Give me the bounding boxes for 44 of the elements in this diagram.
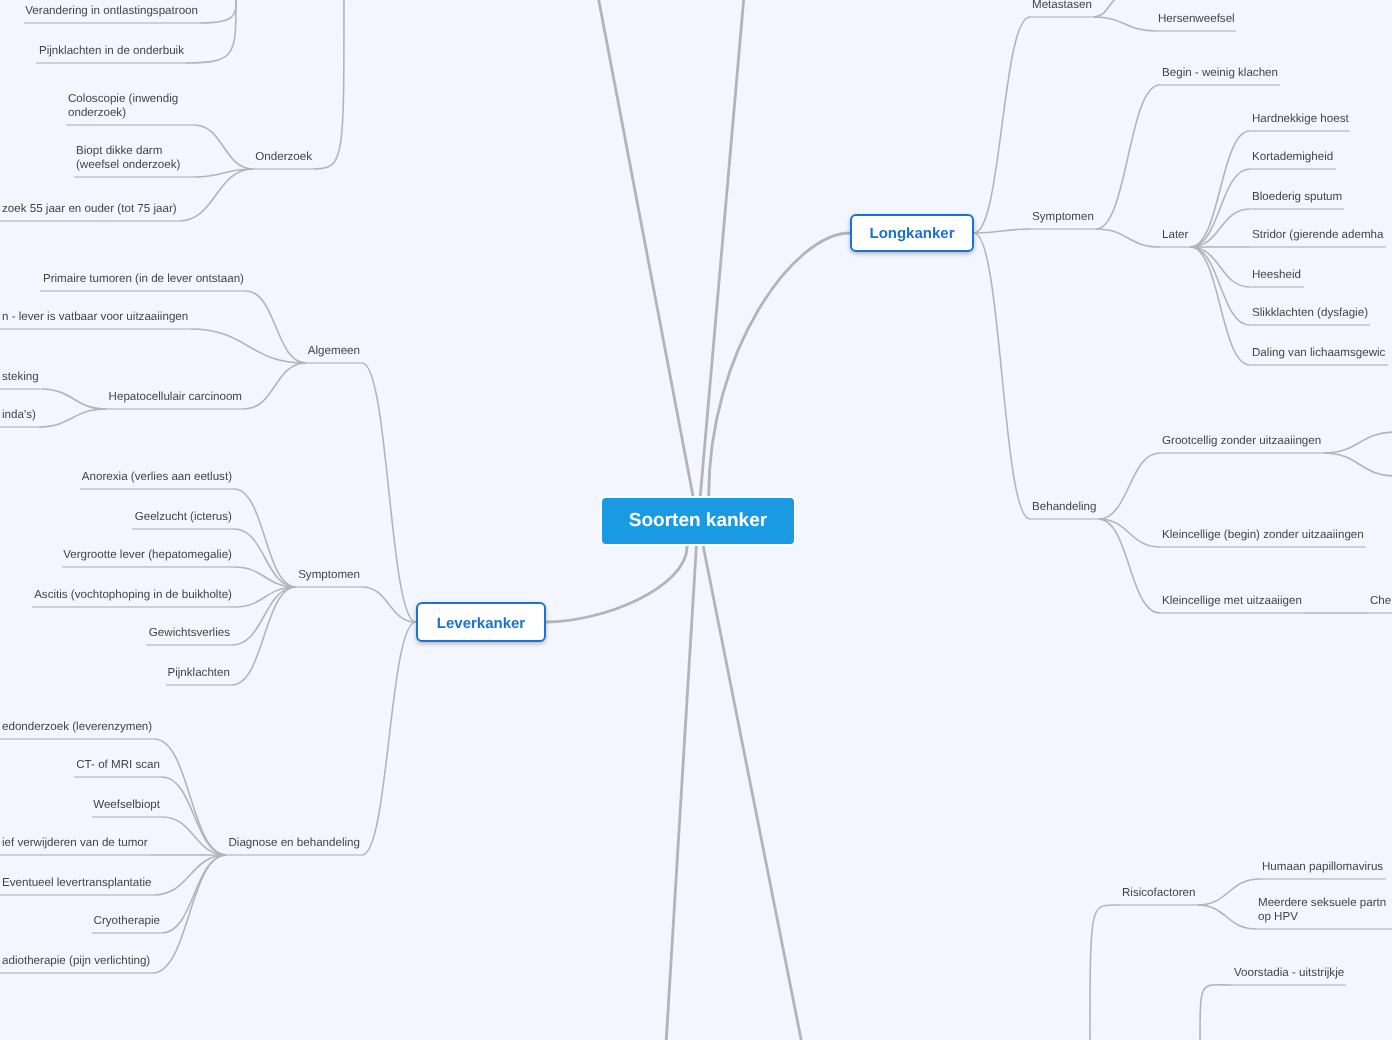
connector-line — [161, 776, 228, 856]
connector-line — [233, 488, 297, 588]
connector-line — [1095, 84, 1161, 230]
connector-line — [1322, 452, 1392, 477]
connector-line — [1189, 246, 1251, 248]
connector-line — [1303, 612, 1369, 614]
connector-line — [245, 290, 307, 364]
connector-line — [545, 545, 689, 624]
connector-line — [37, 408, 108, 428]
connector-line — [152, 854, 228, 896]
connector-line — [973, 16, 1031, 234]
connector-line — [151, 854, 228, 974]
connector-line — [148, 854, 228, 856]
connector-line — [177, 168, 255, 222]
connector-line — [243, 362, 307, 410]
connector-line — [596, 0, 695, 497]
connector-line — [1199, 983, 1233, 1040]
connector-line — [185, 0, 237, 64]
connector-line — [973, 228, 1031, 234]
connector-line — [231, 586, 297, 686]
connector-line — [361, 586, 417, 623]
connector-line — [361, 362, 417, 623]
connector-line — [193, 168, 255, 178]
connector-line — [1097, 518, 1161, 548]
connector-line — [313, 0, 345, 170]
connector-line — [1089, 904, 1121, 1040]
connector-line — [1097, 518, 1161, 614]
connector-line — [189, 328, 307, 364]
connector-line — [1196, 904, 1257, 930]
connector-line — [1095, 228, 1161, 248]
connector-line — [1097, 452, 1161, 520]
central-topic-box: Soorten kanker — [600, 496, 796, 546]
connector-line — [233, 528, 297, 588]
connector-line — [1189, 246, 1251, 326]
connector-line — [698, 0, 746, 497]
connector-line — [1189, 246, 1251, 366]
connector-line — [973, 232, 1031, 520]
connector-line — [233, 586, 297, 608]
connector-line — [707, 231, 851, 497]
connector-line — [664, 545, 698, 1040]
connector-line — [1093, 16, 1157, 32]
connector-line — [361, 621, 417, 856]
connector-line — [1189, 130, 1251, 248]
connector-line — [701, 545, 804, 1040]
